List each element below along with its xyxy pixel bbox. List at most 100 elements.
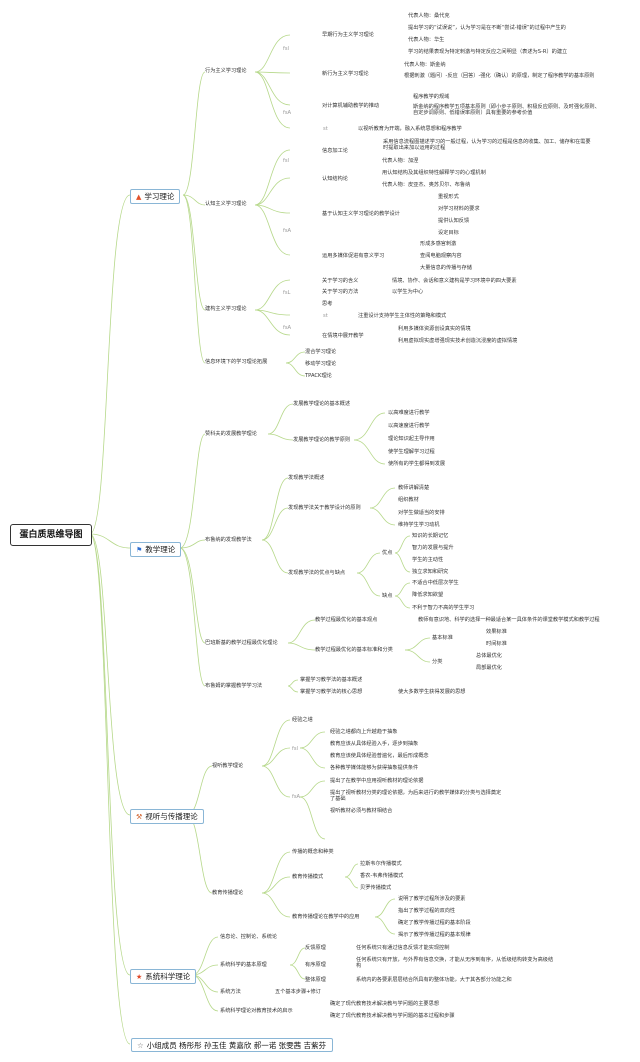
flame-icon: ▲ xyxy=(136,193,142,201)
branch-bruner[interactable]: 布鲁纳的发现教学法 xyxy=(205,537,252,543)
topic[interactable]: 发现教学法概述 xyxy=(288,475,325,481)
detail: 代表人物：华生 xyxy=(408,37,445,43)
topic[interactable]: 经验之塔 xyxy=(292,717,313,723)
topic[interactable]: 发现教学法的优点与缺点 xyxy=(288,570,346,576)
topic[interactable]: 教学过程最优化的基本标准和分类 xyxy=(315,647,393,653)
detail: 利用多媒体资源创设真实的情境 xyxy=(398,326,471,332)
topic[interactable]: 掌握学习教学法的基本概述 xyxy=(300,677,363,683)
detail: 降低求知欲望 xyxy=(412,592,444,598)
topic[interactable]: 传播的概念和种类 xyxy=(292,849,334,855)
detail: 系统内的各要素层层结合所具有的整体功能，大于其各部分功能之和 xyxy=(356,977,512,983)
star-outline-icon: ☆ xyxy=(137,1041,144,1050)
detail: 不利于智力不高的学生学习 xyxy=(412,605,475,611)
detail: 提出了在教学中应用视听教材的理论依据 xyxy=(330,778,424,784)
topic[interactable]: 发展教学理论的基本概述 xyxy=(293,401,351,407)
topic[interactable]: 移动学习理论 xyxy=(305,361,337,367)
topic[interactable]: 缺点 xyxy=(382,593,393,599)
node-media-theory[interactable]: ⚒视听与传播理论 xyxy=(130,809,204,824)
symbol: fsA xyxy=(283,110,292,116)
topic[interactable]: 掌握学习教学法的核心思想 xyxy=(300,689,363,695)
branch-info-env[interactable]: 信息环境下的学习理论拓展 xyxy=(205,359,268,365)
members-node[interactable]: ☆小组成员 杨彤彤 孙玉佳 黄嘉欣 郝一诺 张雯茜 吉紫芬 xyxy=(131,1038,334,1052)
topic[interactable]: 新行为主义学习理论 xyxy=(322,71,369,77)
star-icon: ★ xyxy=(136,973,143,981)
topic[interactable]: 整体原理 xyxy=(305,977,326,983)
detail: 使学生理解学习过程 xyxy=(388,449,435,455)
detail: 组织教材 xyxy=(398,497,419,503)
topic[interactable]: 优点 xyxy=(382,550,393,556)
node-learning-theory[interactable]: ▲学习理论 xyxy=(130,189,181,204)
symbol: fsL xyxy=(283,290,291,296)
topic[interactable]: 分类 xyxy=(432,659,443,665)
topic[interactable]: 教育传播模式 xyxy=(292,874,324,880)
topic[interactable]: 基于认知主义学习理论的教学设计 xyxy=(322,211,400,217)
node-system-theory[interactable]: ★系统科学理论 xyxy=(130,969,197,984)
branch-constructivist[interactable]: 建构主义学习理论 xyxy=(205,306,247,312)
detail: 查阅电脑观察内容 xyxy=(420,253,462,259)
node-teaching-theory[interactable]: ⚑教学理论 xyxy=(130,542,182,557)
topic[interactable]: 发展教学理论的教学原则 xyxy=(293,437,351,443)
detail: 不适合中低层次学生 xyxy=(412,580,459,586)
branch-babansky[interactable]: 巴班斯基的教学过程最优化理论 xyxy=(205,640,278,646)
detail: 教育应该使具体经验普遍化，最后形成概念 xyxy=(330,753,429,759)
detail: 以高难度进行教学 xyxy=(388,410,430,416)
topic[interactable]: 对计算机辅助教学的推动 xyxy=(322,103,380,109)
topic[interactable]: 混合学习理论 xyxy=(305,349,337,355)
topic[interactable]: 有序原理 xyxy=(305,962,326,968)
branch-cognitive[interactable]: 认知主义学习理论 xyxy=(205,201,247,207)
topic[interactable]: 系统科学的基本原理 xyxy=(220,962,267,968)
detail: 确定了教学传播过程的基本阶段 xyxy=(398,920,471,926)
branch-bloom[interactable]: 布鲁姆的掌握教学学习法 xyxy=(205,683,263,689)
topic[interactable]: 运用多媒体促进有意义学习 xyxy=(322,253,385,259)
flag-icon: ⚑ xyxy=(136,546,143,554)
detail: 代表人物：斯金纳 xyxy=(404,62,446,68)
topic[interactable]: 以视听教育为开端，融入系统思想和程序教学 xyxy=(358,126,462,132)
detail: 经验之塔都向上升越趋于抽象 xyxy=(330,729,398,735)
detail: 总体最优化 xyxy=(476,653,502,659)
detail: 香农-韦弗传播模式 xyxy=(360,873,404,879)
topic[interactable]: 基本标准 xyxy=(432,635,453,641)
topic[interactable]: 教学过程最优化的基本观点 xyxy=(315,617,378,623)
topic[interactable]: 系统科学理论对教育技术的启示 xyxy=(220,1008,293,1014)
detail: 确定了现代教育技术解决教与学问题的基本过程和步骤 xyxy=(330,1013,455,1019)
topic[interactable]: 信息加工论 xyxy=(322,148,348,154)
topic[interactable]: 系统方法 xyxy=(220,989,241,995)
detail: 指出了教学过程的双向性 xyxy=(398,908,456,914)
branch-edu-communication[interactable]: 教育传播理论 xyxy=(212,890,244,896)
topic[interactable]: 反馈原理 xyxy=(305,945,326,951)
topic[interactable]: 信息论、控制论、系统论 xyxy=(220,934,278,940)
topic[interactable]: TPACK理论 xyxy=(305,373,332,379)
branch-audiovisual[interactable]: 视听教学理论 xyxy=(212,763,244,769)
topic[interactable]: 早期行为主义学习理论 xyxy=(322,32,374,38)
topic[interactable]: 发现教学法关于教学设计的原则 xyxy=(288,505,361,511)
detail: 根据刺激（题问）-反应（回答）-强化（确认）的原理，制定了程序教学的基本原则 xyxy=(404,73,595,79)
topic[interactable]: 关于学习的含义 xyxy=(322,278,359,284)
detail: 各种教学媒体能够为获得抽象提供条件 xyxy=(330,765,419,771)
detail: 任何系统只有开放，与外界有信息交换，才能从无序到有序，从低级结构转变为高级结构 xyxy=(356,957,554,969)
branch-behavior[interactable]: 行为主义学习理论 xyxy=(205,68,247,74)
topic[interactable]: 教育传播理论在教学中的应用 xyxy=(292,914,360,920)
topic[interactable]: 在情境中展开教学 xyxy=(322,333,364,339)
detail: 程序教学的规域 xyxy=(413,94,450,100)
topic[interactable]: 思考 xyxy=(322,301,333,307)
detail: 任何系统只有通过信息反馈才能实现控制 xyxy=(356,945,450,951)
detail: 效果标准 xyxy=(486,629,507,635)
detail: 代表人物：桑代克 xyxy=(408,13,450,19)
detail: 斯金纳的程序教学五项基本原则（即小步子原则、积极反应原则、及时强化原则、自定步调… xyxy=(413,104,600,116)
node-label: 教学理论 xyxy=(145,545,176,554)
symbol: fsA xyxy=(283,325,292,331)
topic[interactable]: 关于学习的方法 xyxy=(322,289,359,295)
symbol: st xyxy=(323,126,328,132)
detail: 知识的长期记忆 xyxy=(412,533,449,539)
detail: 代表人物：皮亚杰、奥苏贝尔、布鲁纳 xyxy=(382,182,471,188)
detail: 学生的主动性 xyxy=(412,557,444,563)
branch-zankov[interactable]: 赞科夫的发展教学理论 xyxy=(205,431,257,437)
root-node[interactable]: 蛋白质思维导图 xyxy=(10,524,92,546)
detail: 大量信息的传播与存储 xyxy=(420,265,472,271)
tools-icon: ⚒ xyxy=(136,813,143,821)
detail: 确定了现代教育技术解决教与学问题的主要思想 xyxy=(330,1001,439,1007)
topic[interactable]: 注重设计支持学生主体性的策略和模式 xyxy=(358,313,447,319)
detail: 理论知识起主导作用 xyxy=(388,436,435,442)
topic[interactable]: 认知结构论 xyxy=(322,176,348,182)
